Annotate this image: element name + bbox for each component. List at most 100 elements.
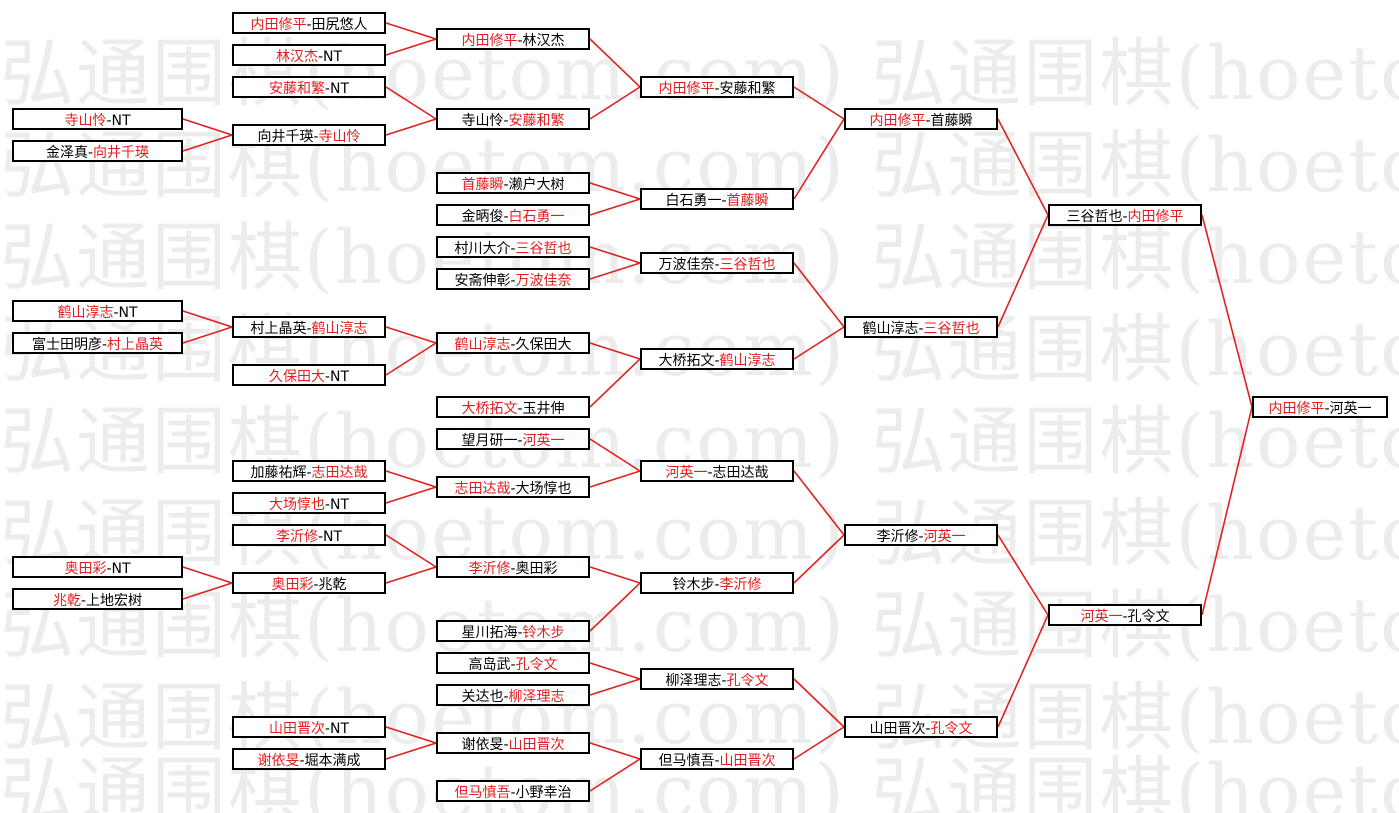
separator: - [918,321,924,337]
match-box-r0f: 兆乾-上地宏树 [12,588,183,610]
match-box-r2a: 内田修平-林汉杰 [436,28,590,50]
player-a: 内田修平 [869,113,926,129]
separator: - [313,577,319,593]
separator: - [918,529,924,545]
bracket-line-r2e-r3c [589,246,641,264]
match-box-r2o: 谢依旻-山田晋次 [436,732,590,754]
player-b: 首藤瞬 [930,113,973,129]
separator: - [714,81,720,97]
separator: - [925,113,931,129]
separator: - [714,257,720,273]
player-a: 李沂修 [468,561,511,577]
match-box-r2f: 安斋伸彰-万波佳奈 [436,268,590,290]
player-a: 鹤山淳志 [862,321,919,337]
separator: - [306,465,312,481]
player-b: 孔令文 [1127,609,1170,625]
bracket-line-r2a-r3a [589,38,641,88]
player-b: 安藤和繁 [719,81,776,97]
player-a: 但马慎吾 [454,785,511,801]
separator: - [306,321,312,337]
separator: - [714,353,720,369]
player-a: 谢依旻 [461,737,504,753]
match-box-r5b: 河英一-孔令文 [1048,604,1202,626]
player-a: 金泽真 [45,145,88,161]
bracket-line-r4a-r5a [997,118,1049,216]
player-a: 内田修平 [1268,401,1325,417]
player-a: 河英一 [665,465,708,481]
bracket-line-r4d-r5b [997,614,1049,728]
player-a: 村上晶英 [250,321,307,337]
bracket-line-r1b-r2a [385,38,437,56]
player-b: NT [323,49,343,65]
player-b: 铃木步 [522,625,565,641]
match-box-r2n: 关达也-柳泽理志 [436,684,590,706]
bracket-line-r2o-r3h [589,742,641,760]
separator: - [517,625,523,641]
player-a: 寺山怜 [461,113,504,129]
bracket-line-r2g-r3d [589,342,641,360]
match-box-r3h: 但马慎吾-山田晋次 [640,748,794,770]
player-a: 关达也 [461,689,504,705]
match-box-r0a: 寺山怜-NT [12,108,183,130]
bracket-line-r2f-r3c [589,262,641,280]
bracket-line-r2i-r3e [589,438,641,472]
player-a: 安藤和繁 [268,81,325,97]
separator: - [517,401,523,417]
player-b: 堀本满成 [304,753,361,769]
bracket-line-r3a-r4a [793,86,845,120]
player-a: 志田达哉 [454,481,511,497]
bracket-line-r1a-r2a [385,22,437,40]
bracket-line-r3h-r4d [793,726,845,760]
player-b: 孔令文 [515,657,558,673]
match-box-r2e: 村川大介-三谷哲也 [436,236,590,258]
match-box-r2l: 星川拓海-铃木步 [436,620,590,642]
player-a: 但马慎吾 [658,753,715,769]
bracket-line-r1c-r2b [385,86,437,120]
player-b: 村上晶英 [107,337,164,353]
player-b: 白石勇一 [508,209,565,225]
bracket-line-r2m-r3g [589,662,641,680]
separator: - [510,337,516,353]
match-box-r0b: 金泽真-向井千瑛 [12,140,183,162]
match-box-r1d: 向井千瑛-寺山怜 [232,124,386,146]
player-a: 山田晋次 [268,721,325,737]
bracket-line-r0e-r1j [182,566,233,584]
player-a: 向井千瑛 [257,129,314,145]
player-a: 寺山怜 [64,113,107,129]
separator: - [1122,209,1128,225]
match-box-r1e: 村上晶英-鹤山淳志 [232,316,386,338]
separator: - [510,241,516,257]
watermark-row: 弘通围棋(hoetom.com) 弘通围棋(hoetom.com) 弘通围棋(h… [0,583,1399,669]
bracket-line-r0a-r1d [182,118,233,136]
separator: - [503,177,509,193]
player-b: 久保田大 [515,337,572,353]
match-box-r1b: 林汉杰-NT [232,44,386,66]
player-a: 山田晋次 [869,721,926,737]
player-b: 李沂修 [719,577,762,593]
separator: - [324,721,331,737]
player-b: 小野幸治 [515,785,572,801]
match-box-r3c: 万波佳奈-三谷哲也 [640,252,794,274]
bracket-line-r4c-r5b [997,534,1049,616]
player-a: 李沂修 [275,529,318,545]
match-box-r0d: 富士田明彦-村上晶英 [12,332,183,354]
match-box-r4d: 山田晋次-孔令文 [844,716,998,738]
player-a: 三谷哲也 [1066,209,1123,225]
bracket-line-r2j-r3e [589,470,641,488]
player-b: 孔令文 [726,673,769,689]
match-box-r2h: 大桥拓文-玉井伸 [436,396,590,418]
player-b: 内田修平 [1127,209,1184,225]
match-box-r4c: 李沂修-河英一 [844,524,998,546]
bracket-line-r2k-r3f [589,566,641,584]
bracket-line-r0f-r1j [182,582,233,600]
player-b: NT [111,561,131,577]
player-a: 加藤祐辉 [250,465,307,481]
separator: - [317,529,324,545]
match-box-r3f: 铃木步-李沂修 [640,572,794,594]
match-box-r3e: 河英一-志田达哉 [640,460,794,482]
match-box-r1g: 加藤祐辉-志田达哉 [232,460,386,482]
separator: - [106,561,112,577]
player-b: 河英一 [1329,401,1372,417]
player-b: 三谷哲也 [923,321,980,337]
separator: - [510,657,516,673]
